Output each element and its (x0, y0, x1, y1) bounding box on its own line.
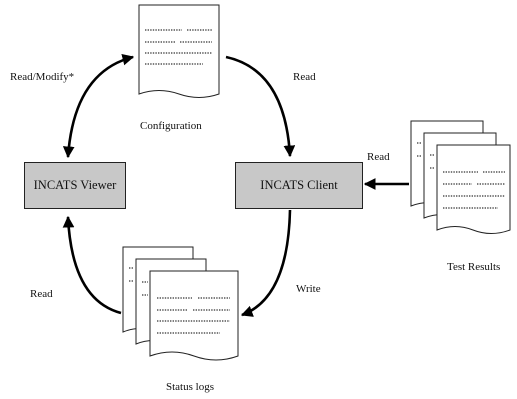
configuration-text-lines (145, 29, 212, 65)
configuration-label: Configuration (140, 120, 202, 132)
logs-read-label: Read (30, 288, 53, 300)
write-label: Write (296, 283, 321, 295)
write-arrow (240, 209, 292, 317)
results-read-label: Read (367, 151, 390, 163)
incats-viewer-node: INCATS Viewer (24, 162, 126, 209)
read-modify-arrow (62, 53, 135, 159)
config-read-label: Read (293, 71, 316, 83)
logs-read-arrow (62, 215, 122, 315)
test-results-label: Test Results (447, 261, 501, 273)
read-modify-label: Read/Modify* (10, 71, 75, 83)
config-read-arrow (225, 55, 296, 158)
status-logs-documents (122, 246, 239, 361)
configuration-document (138, 4, 220, 98)
test-results-documents (410, 120, 511, 234)
incats-client-node: INCATS Client (235, 162, 363, 209)
status-logs-label: Status logs (166, 381, 214, 393)
